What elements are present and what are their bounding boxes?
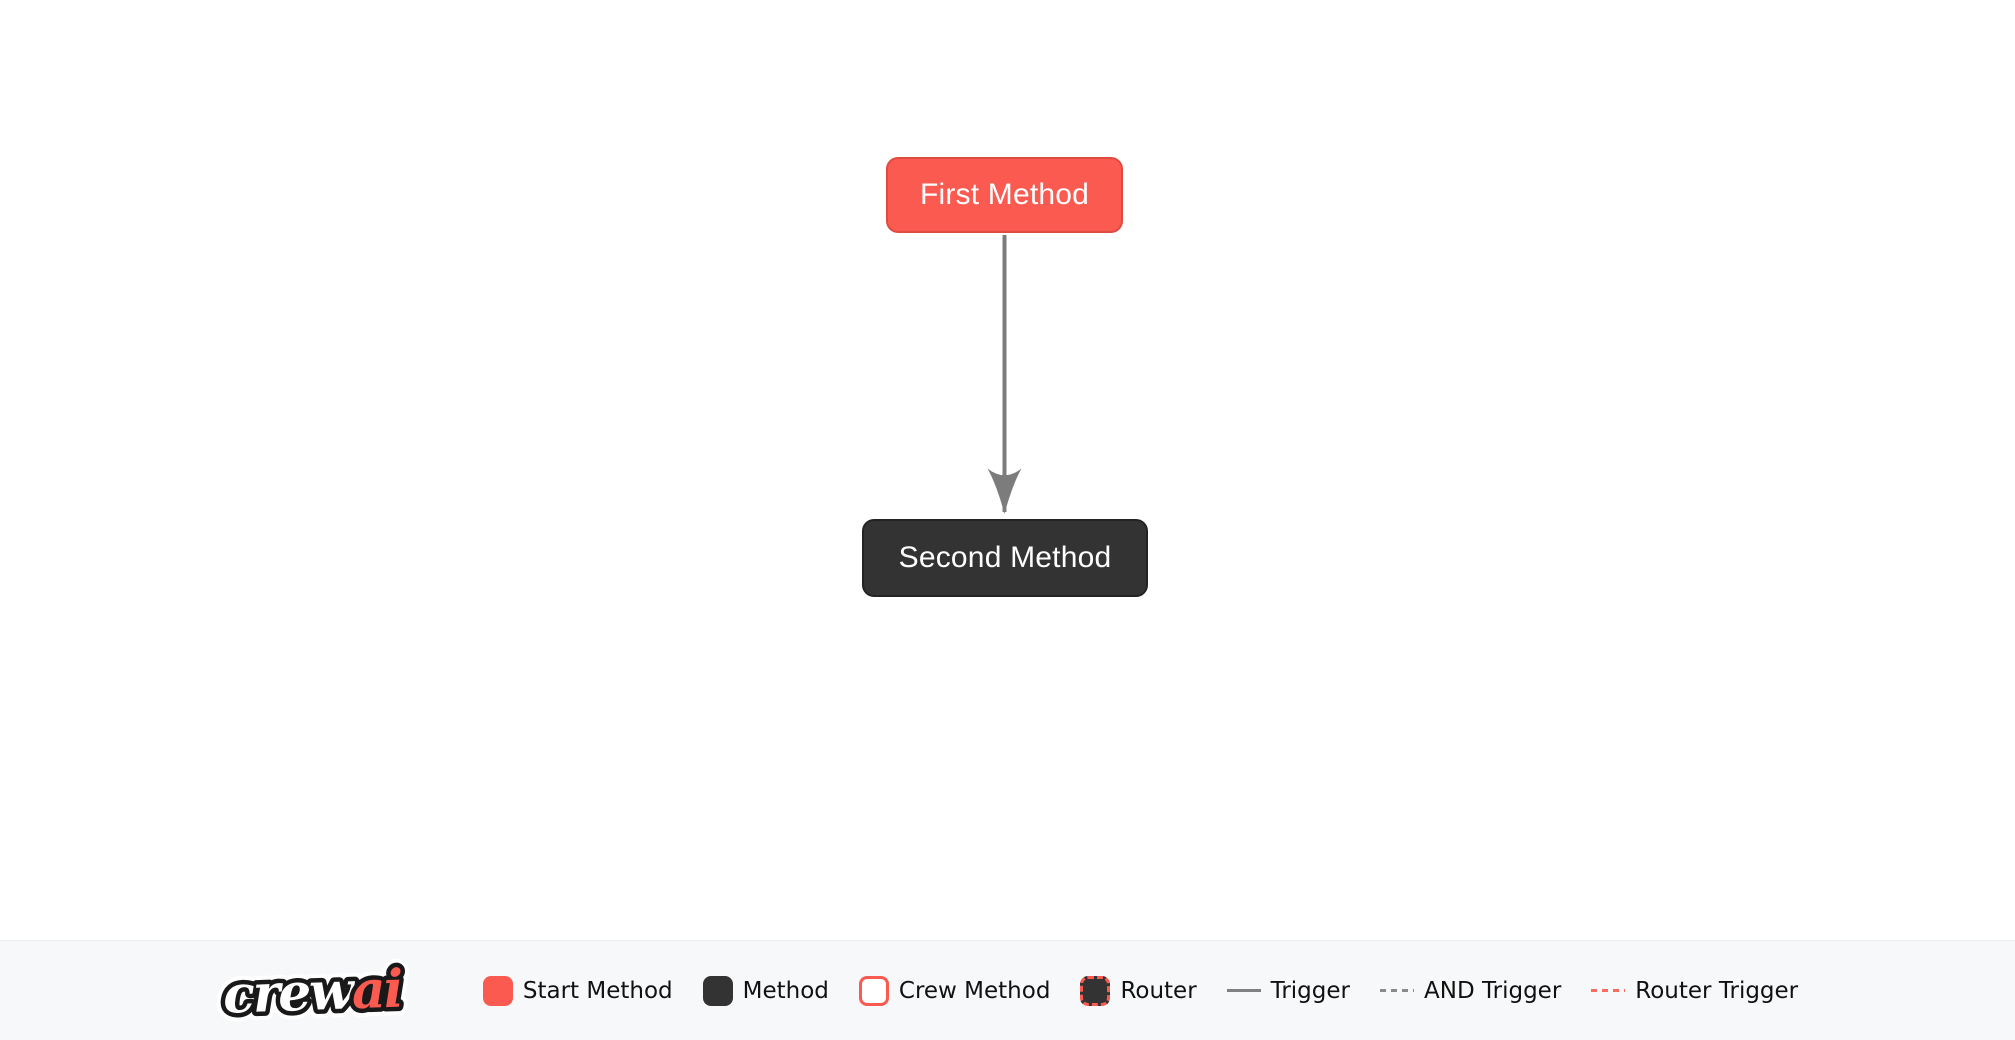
trigger-line-icon [1226,989,1261,992]
legend-label: Router [1120,977,1197,1004]
method-swatch-icon [702,975,733,1006]
legend-item-crew-method: Crew Method [858,975,1051,1006]
legend-item-method: Method [702,975,829,1006]
crewai-logo-icon: crewai crewai [217,953,411,1029]
and-trigger-line-icon [1380,989,1414,992]
arrowhead-icon [987,468,1022,514]
svg-text:crewai: crewai [222,958,403,1025]
legend-item-router: Router [1080,975,1197,1006]
node-second-method-label: Second Method [898,541,1112,574]
router-trigger-line-icon [1591,989,1626,992]
legend-item-router-trigger: Router Trigger [1591,978,1798,1004]
router-swatch-icon [1080,975,1111,1006]
legend-label: Start Method [522,977,673,1004]
node-second-method[interactable]: Second Method [862,519,1148,597]
node-first-method-label: First Method [919,178,1090,211]
legend-bar: crewai crewai Start Method Method Crew M… [0,940,2015,1040]
crew-method-swatch-icon [858,975,889,1006]
legend-label: Crew Method [898,977,1051,1004]
node-first-method[interactable]: First Method [886,157,1123,233]
start-method-swatch-icon [482,975,513,1006]
crewai-logo: crewai crewai [217,953,445,1029]
legend-item-trigger: Trigger [1226,977,1350,1004]
flow-canvas[interactable]: First Method Second Method [0,0,2015,940]
legend-label: Router Trigger [1635,977,1799,1004]
svg-text:crewai: crewai [222,958,403,1025]
legend-item-and-trigger: AND Trigger [1380,978,1561,1004]
legend-item-start-method: Start Method [482,975,673,1006]
trigger-edge [987,235,1022,514]
legend-label: Trigger [1270,977,1350,1004]
legend-label: Method [742,977,829,1004]
legend-label: AND Trigger [1424,977,1562,1004]
